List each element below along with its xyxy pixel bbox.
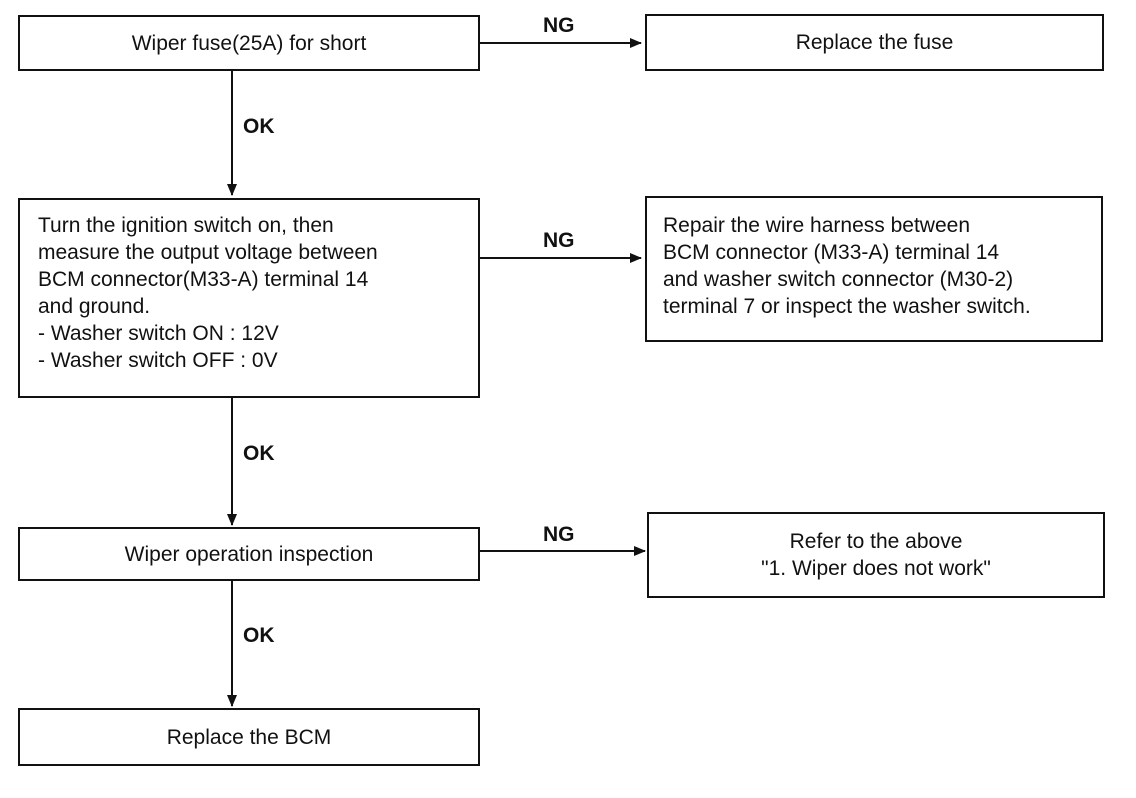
- replace-fuse-box: Replace the fuse: [645, 14, 1104, 71]
- wiper-inspection-text: Wiper operation inspection: [124, 542, 374, 566]
- ok-label-1: OK: [243, 115, 275, 138]
- ng-label-3: NG: [543, 523, 575, 546]
- ok-label-3: OK: [243, 624, 275, 647]
- measure-voltage-line: BCM connector(M33-A) terminal 14: [38, 268, 369, 291]
- measure-voltage-box: Turn the ignition switch on, then measur…: [18, 198, 480, 398]
- replace-fuse-text: Replace the fuse: [795, 31, 954, 54]
- measure-voltage-line: and ground.: [38, 295, 151, 318]
- measure-voltage-line: - Washer switch OFF : 0V: [38, 349, 278, 372]
- measure-voltage-line: Turn the ignition switch on, then: [38, 214, 334, 237]
- ok-label-2: OK: [243, 442, 275, 465]
- ng-label-2: NG: [543, 229, 575, 252]
- fuse-check-box: Wiper fuse(25A) for short: [18, 15, 480, 71]
- wiper-inspection-box: Wiper operation inspection: [18, 527, 480, 581]
- replace-bcm-text: Replace the BCM: [166, 725, 332, 749]
- repair-harness-line: and washer switch connector (M30-2): [663, 268, 1014, 291]
- repair-harness-box: Repair the wire harness between BCM conn…: [645, 196, 1103, 342]
- refer-above-line: "1. Wiper does not work": [761, 557, 991, 580]
- repair-harness-line: terminal 7 or inspect the washer switch.: [663, 295, 1031, 318]
- refer-above-box: Refer to the above "1. Wiper does not wo…: [647, 512, 1105, 598]
- repair-harness-line: Repair the wire harness between: [663, 214, 971, 237]
- replace-bcm-box: Replace the BCM: [18, 708, 480, 766]
- measure-voltage-line: measure the output voltage between: [38, 241, 378, 264]
- refer-above-line: Refer to the above: [789, 530, 963, 553]
- ng-label-1: NG: [543, 14, 575, 37]
- measure-voltage-line: - Washer switch ON : 12V: [38, 322, 279, 345]
- fuse-check-text: Wiper fuse(25A) for short: [131, 31, 367, 55]
- repair-harness-line: BCM connector (M33-A) terminal 14: [663, 241, 1000, 264]
